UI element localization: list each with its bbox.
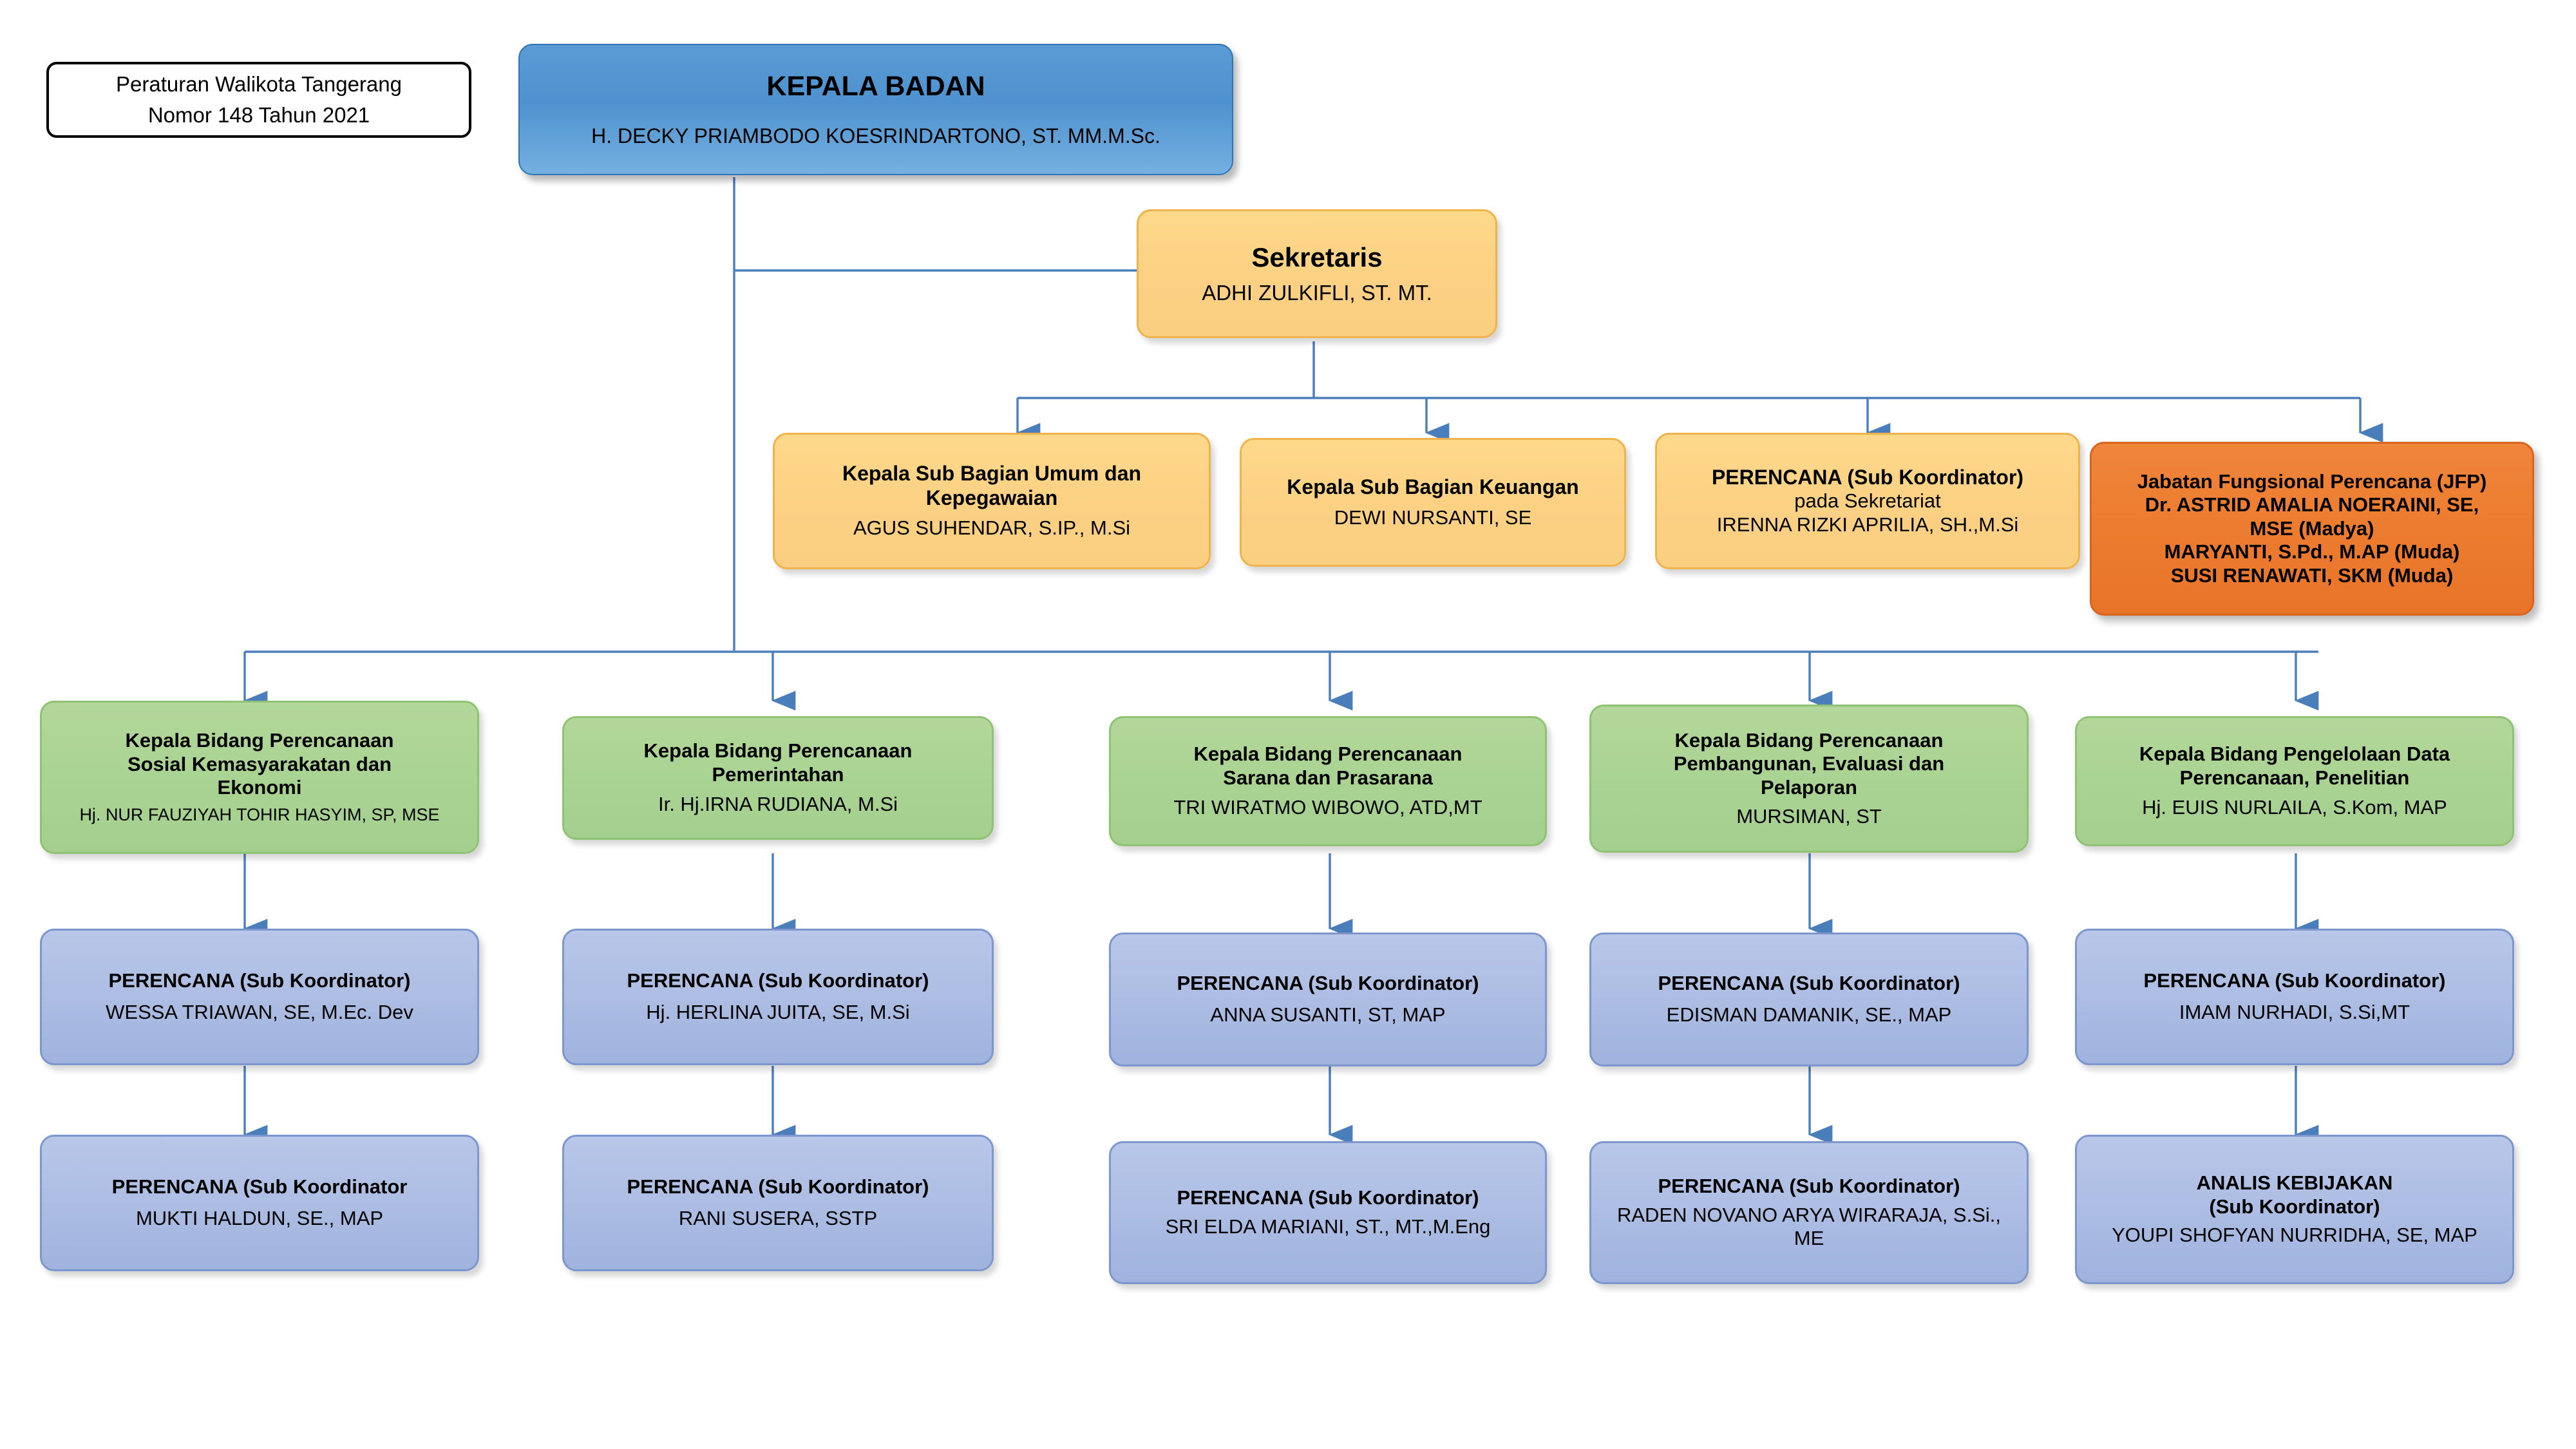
node-perencana-1-2[interactable]: PERENCANA (Sub Koordinator MUKTI HALDUN,… [40, 1135, 479, 1271]
perencana-2-1-title: PERENCANA (Sub Koordinator) [627, 969, 929, 992]
node-perencana-5-1[interactable]: PERENCANA (Sub Koordinator) IMAM NURHADI… [2075, 929, 2514, 1065]
node-perencana-3-2[interactable]: PERENCANA (Sub Koordinator) SRI ELDA MAR… [1109, 1141, 1547, 1284]
analis-kebijakan-title-line-1: ANALIS KEBIJAKAN [2196, 1171, 2393, 1195]
perencana-1-1-name: WESSA TRIAWAN, SE, M.Ec. Dev [106, 1001, 413, 1023]
node-perencana-2-2[interactable]: PERENCANA (Sub Koordinator) RANI SUSERA,… [562, 1135, 994, 1271]
subbag-keuangan-name: DEWI NURSANTI, SE [1334, 506, 1532, 529]
subbag-umum-title-line-1: Kepala Sub Bagian Umum dan [842, 461, 1142, 485]
bidang-4-title-line-3: Pelaporan [1761, 776, 1857, 799]
subbag-keuangan-title: Kepala Sub Bagian Keuangan [1287, 475, 1579, 498]
perencana-5-1-name: IMAM NURHADI, S.Si,MT [2179, 1001, 2410, 1023]
bidang-4-name: MURSIMAN, ST [1736, 804, 1882, 828]
analis-kebijakan-name: YOUPI SHOFYAN NURRIDHA, SE, MAP [2112, 1224, 2477, 1247]
perencana-3-1-title: PERENCANA (Sub Koordinator) [1177, 972, 1479, 995]
node-perencana-4-2[interactable]: PERENCANA (Sub Koordinator) RADEN NOVANO… [1589, 1141, 2029, 1284]
perencana-3-1-name: ANNA SUSANTI, ST, MAP [1210, 1003, 1446, 1026]
node-subbag-umum-kepegawaian[interactable]: Kepala Sub Bagian Umum dan Kepegawaian A… [773, 433, 1211, 569]
perencana-4-2-title: PERENCANA (Sub Koordinator) [1658, 1175, 1960, 1198]
node-jabatan-fungsional-perencana[interactable]: Jabatan Fungsional Perencana (JFP) Dr. A… [2090, 442, 2534, 616]
sekretaris-title: Sekretaris [1251, 242, 1383, 272]
node-perencana-4-1[interactable]: PERENCANA (Sub Koordinator) EDISMAN DAMA… [1589, 933, 2029, 1066]
node-bidang-pembangunan-evaluasi-pelaporan[interactable]: Kepala Bidang Perencanaan Pembangunan, E… [1589, 705, 2029, 853]
bidang-2-title-line-1: Kepala Bidang Perencanaan [643, 739, 913, 762]
perencana-sekretariat-subtitle: pada Sekretariat [1794, 489, 1941, 513]
perencana-1-1-title: PERENCANA (Sub Koordinator) [108, 969, 411, 992]
subbag-umum-name: AGUS SUHENDAR, S.IP., M.Si [853, 516, 1131, 540]
perencana-3-2-name: SRI ELDA MARIANI, ST., MT.,M.Eng [1165, 1215, 1491, 1238]
node-perencana-sekretariat[interactable]: PERENCANA (Sub Koordinator) pada Sekreta… [1655, 433, 2080, 569]
regulation-line-2: Nomor 148 Tahun 2021 [147, 103, 370, 127]
bidang-4-title-line-1: Kepala Bidang Perencanaan [1674, 728, 1944, 752]
bidang-5-title-line-1: Kepala Bidang Pengelolaan Data [2139, 743, 2450, 766]
kepala-badan-title: KEPALA BADAN [766, 70, 985, 102]
node-kepala-badan[interactable]: KEPALA BADAN H. DECKY PRIAMBODO KOESRIND… [518, 44, 1233, 175]
bidang-3-title-line-2: Sarana dan Prasarana [1223, 766, 1433, 789]
node-bidang-pengelolaan-data[interactable]: Kepala Bidang Pengelolaan Data Perencana… [2075, 716, 2514, 846]
bidang-3-title-line-1: Kepala Bidang Perencanaan [1193, 743, 1463, 766]
node-subbag-keuangan[interactable]: Kepala Sub Bagian Keuangan DEWI NURSANTI… [1240, 438, 1626, 567]
perencana-sekretariat-name: IRENNA RIZKI APRILIA, SH.,M.Si [1716, 513, 2019, 536]
perencana-1-2-name: MUKTI HALDUN, SE., MAP [135, 1207, 384, 1229]
node-bidang-pemerintahan[interactable]: Kepala Bidang Perencanaan Pemerintahan I… [562, 716, 994, 840]
bidang-3-name: TRI WIRATMO WIBOWO, ATD,MT [1173, 796, 1482, 819]
regulation-line-1: Peraturan Walikota Tangerang [116, 72, 402, 97]
node-sekretaris[interactable]: Sekretaris ADHI ZULKIFLI, ST. MT. [1137, 209, 1497, 338]
bidang-1-name: Hj. NUR FAUZIYAH TOHIR HASYIM, SP, MSE [79, 804, 440, 824]
node-analis-kebijakan[interactable]: ANALIS KEBIJAKAN (Sub Koordinator) YOUPI… [2075, 1135, 2514, 1284]
bidang-1-title-line-2: Sosial Kemasyarakatan dan [127, 752, 392, 775]
node-perencana-2-1[interactable]: PERENCANA (Sub Koordinator) Hj. HERLINA … [562, 929, 994, 1065]
jfp-member-3: SUSI RENAWATI, SKM (Muda) [2170, 564, 2454, 587]
node-bidang-sarana-prasarana[interactable]: Kepala Bidang Perencanaan Sarana dan Pra… [1109, 716, 1547, 846]
kepala-badan-name: H. DECKY PRIAMBODO KOESRINDARTONO, ST. M… [591, 124, 1160, 148]
bidang-2-title-line-2: Pemerintahan [712, 762, 844, 786]
perencana-3-2-title: PERENCANA (Sub Koordinator) [1177, 1186, 1479, 1209]
jfp-member-2: MARYANTI, S.Pd., M.AP (Muda) [2164, 540, 2460, 564]
perencana-2-2-name: RANI SUSERA, SSTP [678, 1207, 878, 1229]
bidang-5-title-line-2: Perencanaan, Penelitian [2179, 766, 2410, 789]
bidang-5-name: Hj. EUIS NURLAILA, S.Kom, MAP [2142, 796, 2447, 819]
jfp-member-1: Dr. ASTRID AMALIA NOERAINI, SE, [2145, 493, 2479, 516]
node-perencana-3-1[interactable]: PERENCANA (Sub Koordinator) ANNA SUSANTI… [1109, 933, 1547, 1066]
analis-kebijakan-title-line-2: (Sub Koordinator) [2209, 1195, 2380, 1218]
perencana-1-2-title: PERENCANA (Sub Koordinator [111, 1175, 408, 1198]
bidang-4-title-line-2: Pembangunan, Evaluasi dan [1673, 752, 1945, 775]
perencana-4-2-name: RADEN NOVANO ARYA WIRARAJA, S.Si., ME [1616, 1203, 2002, 1250]
node-perencana-1-1[interactable]: PERENCANA (Sub Koordinator) WESSA TRIAWA… [40, 929, 479, 1065]
perencana-2-2-title: PERENCANA (Sub Koordinator) [627, 1175, 929, 1198]
perencana-2-1-name: Hj. HERLINA JUITA, SE, M.Si [646, 1001, 910, 1023]
bidang-2-name: Ir. Hj.IRNA RUDIANA, M.Si [658, 793, 898, 816]
sekretaris-name: ADHI ZULKIFLI, ST. MT. [1202, 281, 1432, 305]
perencana-4-1-name: EDISMAN DAMANIK, SE., MAP [1666, 1003, 1952, 1026]
subbag-umum-title-line-2: Kepegawaian [925, 486, 1058, 509]
node-bidang-sosial-ekonomi[interactable]: Kepala Bidang Perencanaan Sosial Kemasya… [40, 701, 479, 854]
bidang-1-title-line-1: Kepala Bidang Perencanaan [125, 729, 394, 752]
perencana-4-1-title: PERENCANA (Sub Koordinator) [1658, 972, 1960, 995]
perencana-5-1-title: PERENCANA (Sub Koordinator) [2143, 969, 2446, 992]
bidang-1-title-line-3: Ekonomi [217, 776, 302, 799]
jfp-title: Jabatan Fungsional Perencana (JFP) [2137, 469, 2487, 493]
regulation-legend: Peraturan Walikota Tangerang Nomor 148 T… [46, 62, 471, 138]
jfp-member-1-grade: MSE (Madya) [2249, 516, 2374, 540]
perencana-sekretariat-title: PERENCANA (Sub Koordinator) [1711, 465, 2024, 489]
